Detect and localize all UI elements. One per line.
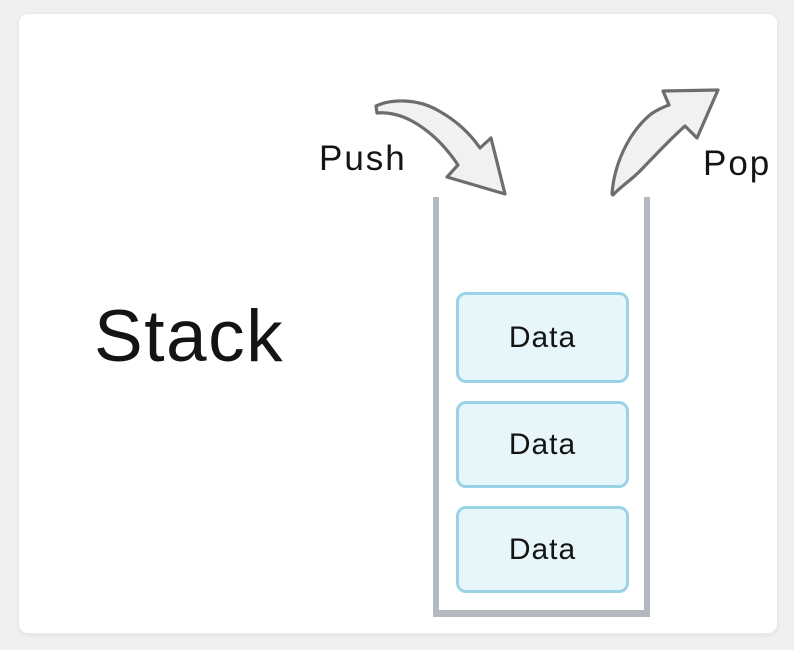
diagram-card: Stack Push Pop Data Data Data [18, 13, 778, 634]
push-label: Push [319, 139, 407, 178]
stack-item: Data [456, 506, 629, 593]
push-arrow-icon [374, 99, 507, 196]
stack-item: Data [456, 292, 629, 383]
stack-item-label: Data [508, 532, 577, 566]
stack-container [433, 197, 650, 617]
pop-arrow-icon [610, 88, 720, 197]
stack-item: Data [456, 401, 629, 488]
stack-title: Stack [94, 296, 285, 377]
stack-item-label: Data [508, 427, 577, 461]
stack-item-label: Data [508, 320, 577, 354]
pop-label: Pop [703, 144, 772, 183]
